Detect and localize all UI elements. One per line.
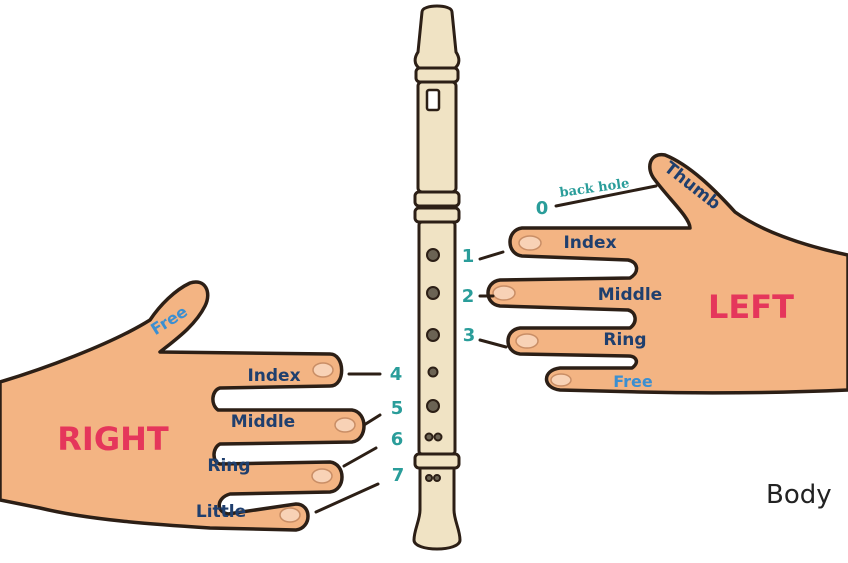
right-nail-ring bbox=[312, 469, 332, 483]
right-hand-title: RIGHT bbox=[57, 420, 169, 458]
recorder-foot-ring bbox=[415, 454, 459, 468]
hole-number-4: 4 bbox=[390, 364, 403, 385]
hole-number-7: 7 bbox=[392, 465, 405, 486]
hole-number-6: 6 bbox=[391, 429, 404, 450]
hole-number-3: 3 bbox=[463, 325, 476, 346]
right-index-label: Index bbox=[247, 366, 300, 386]
hole-number-1: 1 bbox=[462, 246, 475, 267]
recorder-ring bbox=[416, 68, 458, 82]
hole-3-connector bbox=[480, 340, 506, 347]
left-hand: Thumb Index Middle Ring Free LEFT bbox=[488, 155, 848, 393]
recorder-hole-2 bbox=[427, 287, 439, 299]
hole-5-connector bbox=[364, 415, 380, 425]
left-hand-title: LEFT bbox=[708, 288, 794, 326]
recorder-hole-4 bbox=[429, 368, 438, 377]
hole-number-0: 0 bbox=[536, 198, 549, 219]
left-nail-middle bbox=[493, 286, 515, 300]
left-nail-free bbox=[551, 374, 571, 386]
right-middle-label: Middle bbox=[231, 412, 295, 432]
recorder-hole-6a bbox=[426, 434, 433, 441]
left-index-label: Index bbox=[563, 233, 616, 253]
right-little-label: Little bbox=[196, 502, 246, 522]
left-hand-shape bbox=[488, 155, 848, 393]
hole-number-2: 2 bbox=[462, 286, 475, 307]
hole-number-5: 5 bbox=[391, 398, 404, 419]
left-middle-label: Middle bbox=[598, 285, 662, 305]
recorder-hole-7b bbox=[434, 475, 440, 481]
hole-6-connector bbox=[344, 448, 376, 466]
recorder-hole-7a bbox=[426, 475, 432, 481]
left-free-label: Free bbox=[613, 372, 653, 391]
recorder-mouthpiece bbox=[415, 6, 459, 68]
right-hand: Free Index Middle Ring Little RIGHT bbox=[0, 282, 364, 530]
recorder bbox=[414, 6, 460, 549]
left-nail-ring bbox=[516, 334, 538, 348]
recorder-hole-5 bbox=[427, 400, 439, 412]
left-nail-index bbox=[519, 236, 541, 250]
right-nail-little bbox=[280, 508, 300, 522]
recorder-hole-3 bbox=[427, 329, 439, 341]
corner-body-text: Body bbox=[766, 480, 832, 510]
right-nail-index bbox=[313, 363, 333, 377]
recorder-joint-bottom bbox=[415, 208, 459, 222]
left-ring-label: Ring bbox=[603, 330, 646, 350]
right-nail-middle bbox=[335, 418, 355, 432]
recorder-hole-6b bbox=[435, 434, 442, 441]
recorder-window bbox=[427, 90, 439, 110]
hole-1-connector bbox=[480, 252, 503, 259]
recorder-joint-top bbox=[415, 192, 459, 206]
right-ring-label: Ring bbox=[207, 456, 250, 476]
recorder-hole-1 bbox=[427, 249, 439, 261]
